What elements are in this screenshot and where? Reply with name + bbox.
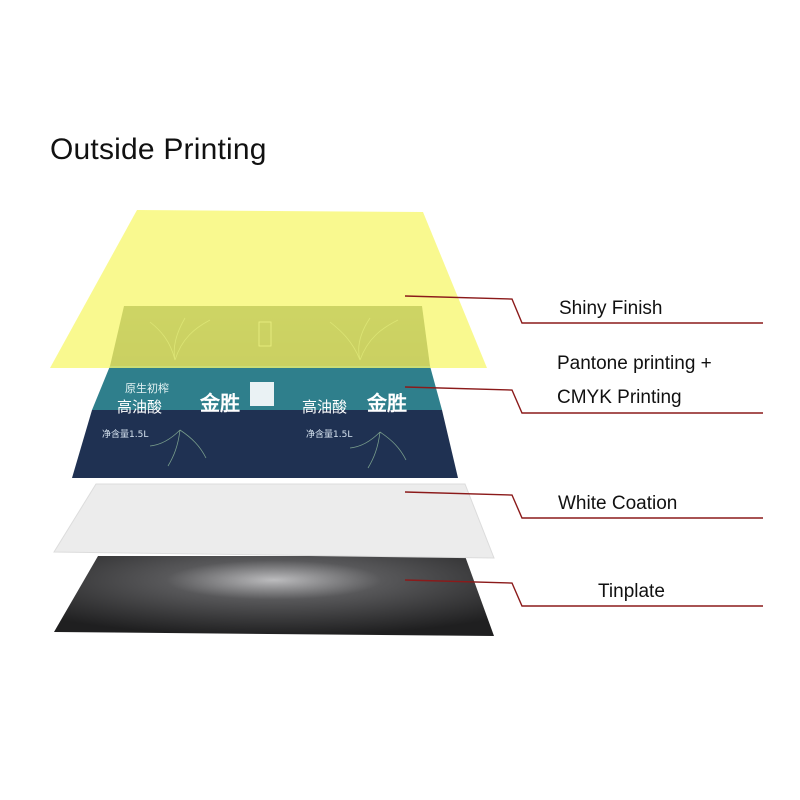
label-printing-line2: CMYK Printing [557,387,682,408]
print-net-text: 净含量1.5L [102,428,148,440]
print-brand-text-2: 金胜 [366,391,407,415]
leader-line-printing [404,386,763,414]
leader-line-shiny [404,295,763,324]
print-net-text-2: 净含量1.5L [306,428,352,440]
tinplate-layer [54,556,494,636]
print-product-text-2: 高油酸 [302,398,347,416]
print-product-text: 高油酸 [117,398,162,416]
label-tinplate: Tinplate [598,581,665,602]
label-white-coating: White Coation [558,493,678,514]
label-shiny-finish: Shiny Finish [559,298,663,319]
white-coating-layer [53,483,495,559]
label-printing-line1: Pantone printing + [557,353,712,374]
page-title: Outside Printing [50,133,267,166]
print-slogan-text: 原生初榨 [125,381,169,395]
leader-line-tinplate [404,579,763,607]
print-brand-text: 金胜 [199,391,240,415]
leader-line-white [404,491,763,519]
shiny-finish-layer [50,210,487,368]
